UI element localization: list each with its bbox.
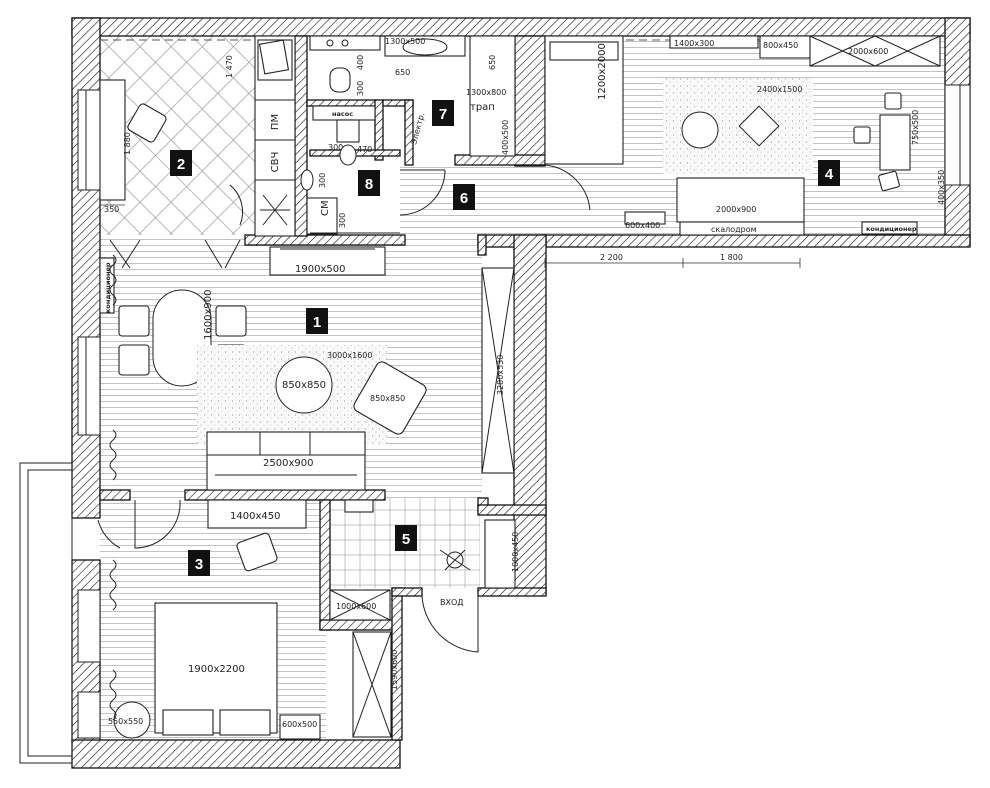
svg-text:1: 1 xyxy=(313,314,321,331)
wc-300b: 300 xyxy=(318,173,327,188)
dim-1880: 1 880 xyxy=(123,132,132,155)
dresser3-label: 1400x450 xyxy=(230,511,280,522)
hall: 1000x600 1000x450 ВХОД xyxy=(329,499,520,621)
hall-1000x600-label: 1000x600 xyxy=(336,602,376,611)
wardrobe3-label: 1590x600 xyxy=(390,650,399,690)
room-badge-7: 7 xyxy=(432,100,454,126)
room-badge-5: 5 xyxy=(395,525,417,551)
dim-650-a: 650 xyxy=(395,68,410,77)
svg-text:3: 3 xyxy=(195,556,203,573)
wc-470: 470 xyxy=(357,145,372,154)
night3-label: 600x500 xyxy=(282,720,317,729)
room-badge-6: 6 xyxy=(453,184,475,210)
cab-600-label: 600x400 xyxy=(625,221,660,230)
wc-300c: 300 xyxy=(338,213,347,228)
bedroom-3: 1400x450 1900x2200 550x550 600x500 1590x… xyxy=(108,499,399,740)
rug4-label: 2400x1500 xyxy=(757,85,802,94)
svch-label: СВЧ xyxy=(270,152,281,173)
wardrobe1-label: 3280x530 xyxy=(496,355,505,395)
room-badges: 1 2 3 4 5 6 7 8 xyxy=(170,100,840,576)
hall-1000x450-label: 1000x450 xyxy=(511,532,520,572)
rug1-label: 3000x1600 xyxy=(327,351,372,360)
svg-text:6: 6 xyxy=(460,190,468,207)
svg-text:8: 8 xyxy=(365,176,373,193)
wardrobe4-label: 2000x600 xyxy=(848,47,888,56)
svg-text:5: 5 xyxy=(402,531,410,548)
pump-label: насос xyxy=(332,110,353,118)
ac1-label: кондиционер xyxy=(104,262,112,313)
box-label: 400x500 xyxy=(501,120,510,155)
svg-text:7: 7 xyxy=(439,106,447,123)
room-badge-1: 1 xyxy=(306,308,328,334)
sink-label: 1300x500 xyxy=(385,37,425,46)
washer-label: СМ xyxy=(320,200,331,216)
doors xyxy=(97,164,591,653)
bathroom: 1300x500 1300x800 трап 650 400x500 650 4… xyxy=(309,35,516,157)
armchair1-label: 850x850 xyxy=(370,394,405,403)
room-badge-3: 3 xyxy=(188,550,210,576)
room-badge-4: 4 xyxy=(818,160,840,186)
sofa1-label: 2500x900 xyxy=(263,458,313,469)
drain-label: трап xyxy=(470,102,495,113)
climbing-label: скалодром xyxy=(711,225,757,234)
wc-300a: 300 xyxy=(328,143,343,152)
cab-400-label: 400x350 xyxy=(937,170,946,205)
dimension-line: 2 200 1 800 xyxy=(544,253,801,268)
tv-label: 1900x500 xyxy=(295,264,345,275)
wc: насос 300 470 300 СМ 300 xyxy=(300,105,400,235)
room-badge-2: 2 xyxy=(170,150,192,176)
kitchen: ПМ СВЧ 1 470 1 880 350 xyxy=(99,35,296,237)
coffee-label: 850x850 xyxy=(282,380,326,391)
windows xyxy=(77,84,971,739)
svg-text:4: 4 xyxy=(825,166,834,183)
dim-1800: 1 800 xyxy=(720,253,743,262)
dim-350: 350 xyxy=(104,205,119,214)
dim-1470: 1 470 xyxy=(225,55,234,78)
room-badge-8: 8 xyxy=(358,170,380,196)
cab-800-label: 800x450 xyxy=(763,41,798,50)
dim-400: 400 xyxy=(356,55,365,70)
shower-label: 1300x800 xyxy=(466,88,506,97)
pm-label: ПМ xyxy=(270,114,281,130)
entrance-label: ВХОД xyxy=(440,598,464,607)
table-label: 1600x900 xyxy=(203,290,214,340)
living-room: 1900x500 кондиционер 1600x900 3000x1600 … xyxy=(99,246,515,491)
dim-650-b: 650 xyxy=(488,55,497,70)
bed4-label: 1200x2000 xyxy=(597,43,608,100)
bedroom-4: 1200x2000 1400x300 800x450 2000x600 2400… xyxy=(544,35,946,236)
sofa4-label: 2000x900 xyxy=(716,205,756,214)
bed3-label: 1900x2200 xyxy=(188,664,245,675)
dim-300: 300 xyxy=(356,81,365,96)
desk-label: 750x500 xyxy=(911,110,920,145)
ac4-label: кондиционер xyxy=(866,225,917,233)
svg-text:2: 2 xyxy=(177,156,185,173)
dim-2200: 2 200 xyxy=(600,253,623,262)
shelf-label: 1400x300 xyxy=(674,39,714,48)
pouf3-label: 550x550 xyxy=(108,717,143,726)
